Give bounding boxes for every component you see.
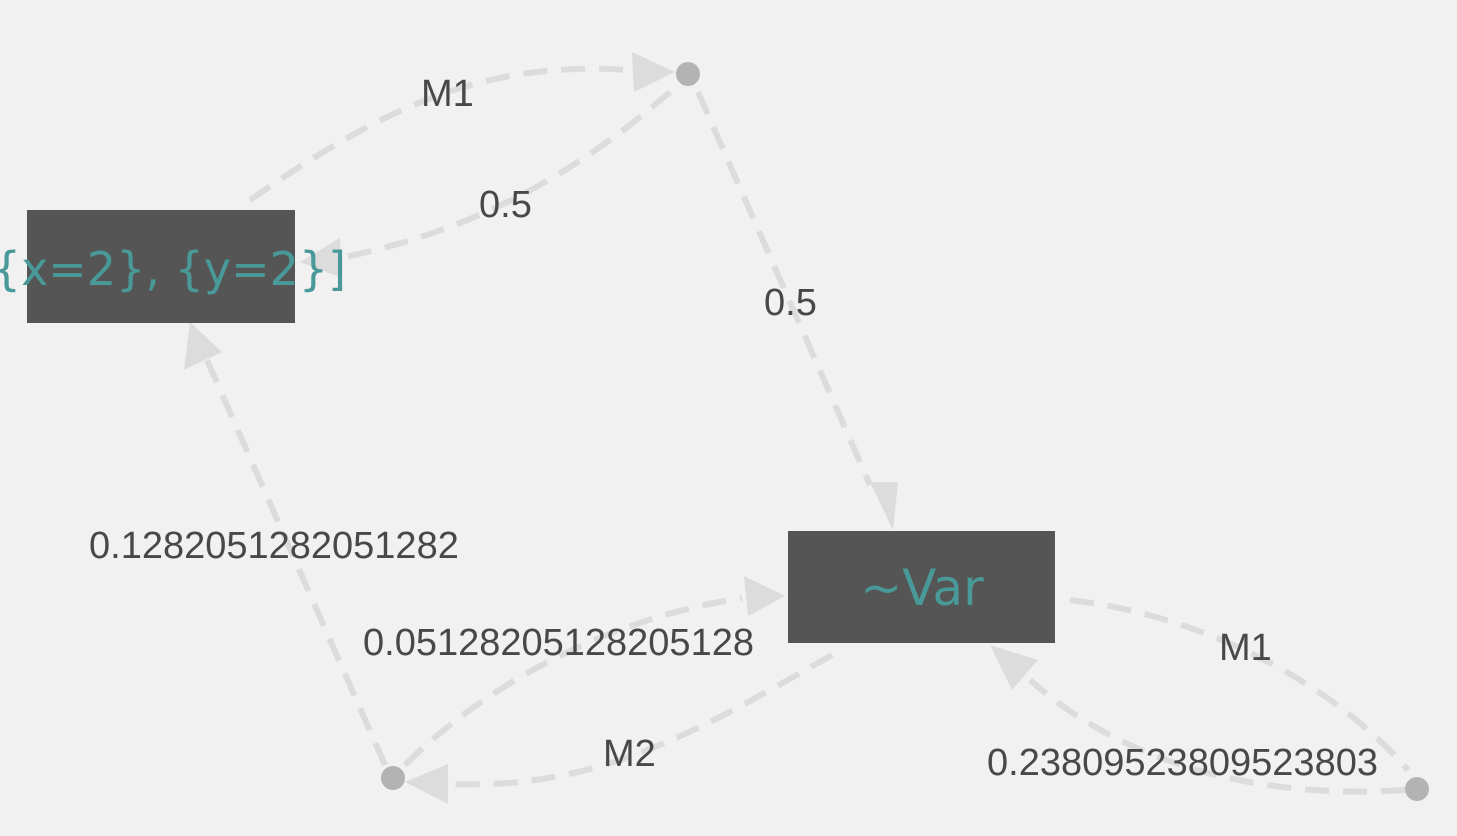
arrowhead-top-dot-to-a [300,238,342,278]
edge-label-right-to-b-prob: 0.23809523809523803 [987,742,1378,784]
node-state-a: [{x=2}, {y=2}] [0,210,346,323]
edge-label-b-to-bottom-action: M2 [603,733,656,775]
arrowhead-a-to-top-dot [632,52,675,92]
edge-b-to-right-dot [1069,597,1411,772]
node-state-b-label: ~Var [860,559,984,617]
node-state-b: ~Var [788,531,1055,643]
arrowhead-bottom-dot-to-a [184,322,222,370]
edge-label-top-to-b-prob: 0.5 [764,282,817,324]
choice-dot-top [676,62,700,86]
edge-top-dot-to-b [695,90,873,487]
arrowhead-top-dot-to-b [870,482,898,530]
choice-dot-right [1405,777,1429,801]
edge-right-dot-to-b [1028,677,1406,795]
edge-label-a-to-top-action: M1 [421,73,474,115]
arrowhead-bottom-dot-to-b [744,576,785,616]
choice-dot-bottom [381,766,405,790]
arrowhead-right-dot-to-b [990,645,1038,690]
edge-label-bottom-to-a-prob: 0.1282051282051282 [89,525,459,567]
edge-label-top-to-a-prob: 0.5 [479,184,532,226]
edge-bottom-dot-to-b [402,595,743,768]
arrowhead-b-to-bottom-dot [405,764,448,804]
edge-b-to-bottom-dot [449,652,834,788]
edge-a-to-top-dot [248,65,631,203]
edge-top-dot-to-a [339,89,672,261]
edge-label-bottom-to-b-prob: 0.05128205128205128 [363,622,754,664]
edge-label-b-to-right-action: M1 [1219,627,1272,669]
node-state-a-label: [{x=2}, {y=2}] [0,242,346,296]
